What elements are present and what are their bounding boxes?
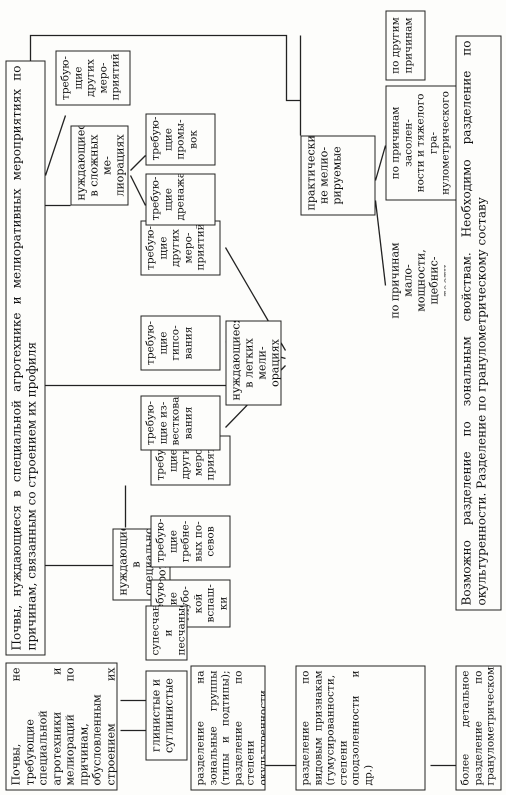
root-node: Почвы, нуждающиеся в специальной агротех… [5, 60, 45, 655]
node-shallow-gravelly: по причинам мало- мощности, щебнис- тост… [388, 241, 445, 319]
node-other-reasons: по другим причинам [385, 10, 425, 80]
line-root-nonmelio [29, 34, 300, 101]
node-non-meliorable: практически не мелио- рируемые [300, 135, 375, 215]
line-nonmelio-c2 [374, 144, 386, 181]
node-leaching: требую- щие промы- вок [145, 113, 215, 165]
node-granulometric-division: более детальное разделение по грануломет… [455, 665, 501, 790]
node-liming: требую- щие из- весткова- вания [140, 395, 220, 450]
node-clay-loam: глинистые и суглинистые [145, 670, 187, 760]
node-gypsuming: требую- щие гипсо- вания [140, 315, 220, 370]
line-complex-c3 [44, 114, 66, 176]
node-zonal-division: разделение на зональные группы (типы и п… [190, 665, 265, 790]
footer-note: Возможно разделение по зональным свойств… [455, 35, 501, 610]
node-ridge-sowing: требую- щие гребне- вых по- севов [150, 515, 230, 567]
node-no-special-treatment: Почвы, не требующие специальной агротехн… [5, 662, 117, 790]
node-complex-melioration: нуждающиеся в сложных ме- лиорациях [70, 125, 128, 205]
node-light-other-measures: требую- щие других меро- приятий [140, 220, 220, 275]
node-drainage: требую- щие дренажа [145, 173, 215, 225]
node-sandy-loam-sand: супесчаные и песчаные [145, 605, 187, 660]
line-complex-c2 [129, 154, 146, 171]
node-light-melioration: нуждающиеся в легких мели- орациях [225, 320, 281, 405]
node-species-division: разделение по видовым признакам (гумусир… [295, 665, 425, 790]
line-nonmelio-c1 [374, 199, 386, 286]
node-saline-heavy: по причинам засолен- ности и тяжелого гр… [385, 85, 460, 200]
line-complex-c1 [129, 174, 146, 206]
node-complex-other-measures: требую- щие других меро- приятий [55, 50, 130, 105]
